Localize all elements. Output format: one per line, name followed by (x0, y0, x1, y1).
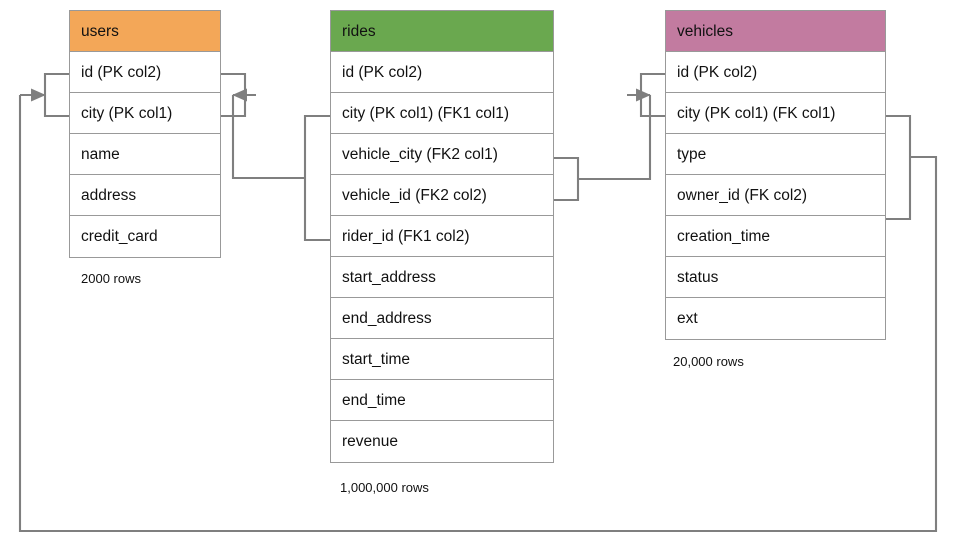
table-rides-header[interactable]: rides (331, 11, 553, 52)
table-rides-column-end-time[interactable]: end_time (331, 380, 553, 421)
connector-rides-to-vehicles-stem (578, 95, 652, 181)
table-vehicles-row-count: 20,000 rows (673, 354, 744, 369)
table-users-column-id[interactable]: id (PK col2) (70, 52, 220, 93)
table-users-header[interactable]: users (70, 11, 220, 52)
connector-rides-to-users-stem (231, 95, 305, 180)
connector-rides-to-users (303, 114, 330, 242)
table-rides-column-vehicle-city[interactable]: vehicle_city (FK2 col1) (331, 134, 553, 175)
table-rides-column-start-time[interactable]: start_time (331, 339, 553, 380)
table-users-column-city[interactable]: city (PK col1) (70, 93, 220, 134)
connector-rides-right-bracket (554, 156, 580, 202)
table-vehicles-column-id[interactable]: id (PK col2) (666, 52, 885, 93)
table-rides-column-rider-id[interactable]: rider_id (FK1 col2) (331, 216, 553, 257)
table-users-column-credit-card[interactable]: credit_card (81, 228, 158, 245)
table-vehicles-column-owner-id[interactable]: owner_id (FK col2) (666, 175, 885, 216)
table-users-column-name[interactable]: name (70, 134, 220, 175)
table-users[interactable]: users id (PK col2) city (PK col1) name a… (69, 10, 221, 258)
table-vehicles-column-status[interactable]: status (666, 257, 885, 298)
table-vehicles-column-creation-time[interactable]: creation_time (666, 216, 885, 257)
connector-vehicles-right-bracket (886, 114, 912, 221)
table-rides-column-id[interactable]: id (PK col2) (331, 52, 553, 93)
table-vehicles[interactable]: vehicles id (PK col2) city (PK col1) (FK… (665, 10, 886, 340)
table-rides-column-vehicle-id[interactable]: vehicle_id (FK2 col2) (331, 175, 553, 216)
connector-users-left-bracket (43, 72, 69, 118)
table-users-row-count: 2000 rows (81, 271, 141, 286)
table-vehicles-column-ext[interactable]: ext (677, 310, 698, 327)
table-rides-column-revenue[interactable]: revenue (342, 433, 399, 450)
table-vehicles-column-type[interactable]: type (666, 134, 885, 175)
connector-vehicles-left-bracket (639, 72, 665, 118)
table-rides[interactable]: rides id (PK col2) city (PK col1) (FK1 c… (330, 10, 554, 463)
table-vehicles-column-city[interactable]: city (PK col1) (FK col1) (666, 93, 885, 134)
table-users-column-address[interactable]: address (70, 175, 220, 216)
table-rides-column-end-address[interactable]: end_address (331, 298, 553, 339)
connector-users-right-bracket (221, 72, 247, 118)
table-rides-column-city[interactable]: city (PK col1) (FK1 col1) (331, 93, 553, 134)
table-rides-row-count: 1,000,000 rows (340, 480, 429, 495)
table-rides-column-start-address[interactable]: start_address (331, 257, 553, 298)
table-vehicles-header[interactable]: vehicles (666, 11, 885, 52)
